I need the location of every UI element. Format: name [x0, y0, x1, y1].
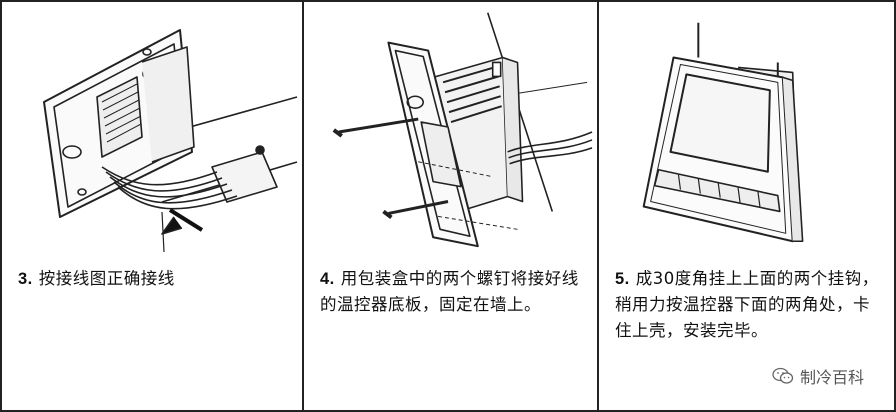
watermark: 制冷百科	[772, 364, 864, 388]
step-panel-4: 4.用包装盒中的两个螺钉将接好线的温控器底板，固定在墙上。	[302, 2, 597, 410]
step-caption: 3. 按接线图正确接线	[18, 266, 290, 292]
step-caption: 4.用包装盒中的两个螺钉将接好线的温控器底板，固定在墙上。	[320, 266, 585, 318]
mounting-illustration	[304, 2, 597, 260]
step-caption: 5.成30度角挂上上面的两个挂钩，稍用力按温控器下面的两角处，卡住上壳，安装完毕…	[615, 266, 882, 344]
step-number: 5.	[615, 270, 630, 288]
step-panel-3: 3. 按接线图正确接线	[2, 2, 302, 410]
step-text: 按接线图正确接线	[38, 269, 175, 288]
step-number: 3.	[18, 270, 33, 288]
step-number: 4.	[320, 270, 335, 288]
watermark-text: 制冷百科	[799, 368, 864, 387]
step-text: 用包装盒中的两个螺钉将接好线的温控器底板，固定在墙上。	[320, 269, 579, 314]
wiring-illustration	[2, 2, 302, 260]
step-text: 成30度角挂上上面的两个挂钩，稍用力按温控器下面的两角处，卡住上壳，安装完毕。	[615, 269, 879, 340]
wechat-icon	[772, 367, 794, 384]
step-panel-5: 5.成30度角挂上上面的两个挂钩，稍用力按温控器下面的两角处，卡住上壳，安装完毕…	[597, 2, 894, 410]
assembly-illustration	[599, 2, 894, 260]
